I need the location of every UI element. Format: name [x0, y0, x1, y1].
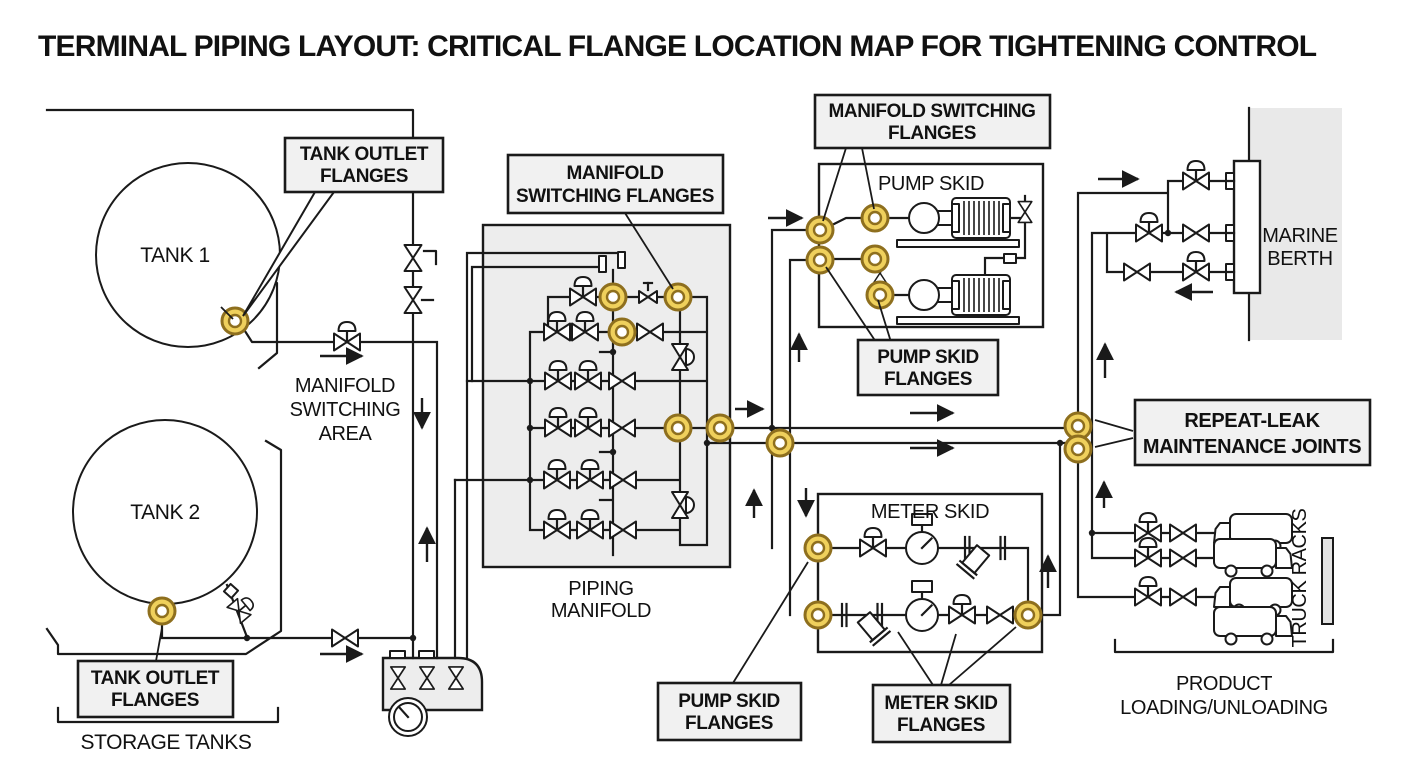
pump-unit-2: [896, 274, 1020, 325]
callout-tank-outlet-bottom: TANK OUTLET FLANGES: [76, 659, 235, 719]
callout-text: PUMP SKID: [877, 347, 979, 368]
callout-text: FLANGES: [320, 166, 408, 187]
callout-text: REPEAT-LEAK: [1184, 410, 1320, 432]
valve-icon: [1169, 523, 1197, 543]
callout-text: MAINTENANCE JOINTS: [1143, 436, 1361, 458]
valve-icon: [405, 245, 422, 271]
flange-icon: [607, 317, 637, 347]
callout-manifold-switching-center: MANIFOLD SWITCHING FLANGES: [506, 153, 725, 215]
critical-flange-markers: [147, 203, 1093, 630]
product-loading-label: LOADING/UNLOADING: [1120, 697, 1328, 719]
callout-text: TANK OUTLET: [91, 668, 220, 689]
storage-tanks-region: TANK 1 TANK 2: [72, 162, 281, 605]
flange-icon: [147, 596, 177, 626]
manifold-switching-area-label: MANIFOLD: [295, 375, 395, 397]
truck-rack-bar: [1321, 537, 1334, 625]
callout-tank-outlet-top: TANK OUTLET FLANGES: [283, 136, 445, 194]
motor-icon: [951, 274, 1011, 316]
marine-dock-area: [1249, 108, 1342, 340]
actuated-valve-icon: [1183, 252, 1209, 281]
piping-manifold-label: MANIFOLD: [551, 600, 651, 622]
flange-icon: [1013, 600, 1043, 630]
tank-1-label: TANK 1: [140, 244, 210, 267]
page-title: TERMINAL PIPING LAYOUT: CRITICAL FLANGE …: [38, 30, 1317, 63]
header-tab: [418, 650, 435, 659]
storage-tanks-label: STORAGE TANKS: [80, 731, 251, 754]
actuated-valve-icon: [1183, 161, 1209, 190]
callout-text: TANK OUTLET: [300, 144, 429, 165]
valve-icon: [1182, 223, 1210, 243]
callout-text: FLANGES: [888, 123, 976, 144]
actuated-valve-icon: [1135, 538, 1161, 567]
callout-text: FLANGES: [685, 713, 773, 734]
piping-lines-left: [45, 108, 618, 724]
callout-text: FLANGES: [897, 715, 985, 736]
flange-icon: [765, 428, 795, 458]
truck-racks-label: TRUCK RACKS: [1289, 508, 1311, 647]
flange-icon: [663, 282, 693, 312]
product-loading-label: PRODUCT: [1176, 673, 1272, 695]
callout-text: FLANGES: [884, 369, 972, 390]
callout-repeat-leak: REPEAT-LEAK MAINTENANCE JOINTS: [1133, 398, 1372, 467]
flange-icon: [803, 533, 833, 563]
valve-icon: [1123, 262, 1151, 282]
manifold-switching-area-label: AREA: [319, 423, 373, 445]
piping-manifold-panel: [481, 223, 732, 569]
actuated-valve-icon: [1136, 213, 1162, 242]
callout-text: MANIFOLD: [566, 163, 663, 184]
flange-icon: [860, 244, 890, 274]
flange-icon: [805, 215, 835, 245]
flange-icon: [598, 282, 628, 312]
callout-text: PUMP SKID: [678, 691, 780, 712]
callout-text: METER SKID: [884, 693, 997, 714]
berth-loading-header: [1232, 159, 1262, 295]
meter-skid-label: METER SKID: [871, 501, 989, 523]
callout-manifold-switching-top: MANIFOLD SWITCHING FLANGES: [813, 93, 1052, 150]
drain-fitting-icon: [222, 582, 240, 600]
flange-icon: [663, 413, 693, 443]
callout-pump-skid-flanges-bottom: PUMP SKID FLANGES: [656, 681, 803, 742]
valve-icon: [1169, 548, 1197, 568]
flange-icon: [805, 245, 835, 275]
flow-arrows: [320, 170, 1213, 663]
motor-icon: [951, 197, 1011, 239]
pump-unit-1: [896, 197, 1020, 248]
callout-pump-skid-flanges-top: PUMP SKID FLANGES: [856, 338, 1000, 397]
callout-pointers: [155, 147, 1134, 686]
callout-meter-skid-flanges: METER SKID FLANGES: [871, 683, 1012, 744]
equipment-symbols: [222, 161, 1293, 738]
flange-icon: [705, 413, 735, 443]
actuated-valve-icon: [334, 322, 360, 351]
valve-icon: [331, 628, 359, 648]
piping-manifold-label: PIPING: [568, 578, 633, 600]
marine-berth-label: BERTH: [1267, 248, 1332, 270]
callout-text: FLANGES: [111, 690, 199, 711]
valve-icon: [405, 287, 422, 313]
tank-2-label: TANK 2: [130, 501, 200, 524]
actuated-valve-icon: [1135, 577, 1161, 606]
flange-icon: [1063, 434, 1093, 464]
callout-text: SWITCHING FLANGES: [516, 186, 714, 207]
marine-berth-label: MARINE: [1262, 225, 1337, 247]
valve-icon: [1169, 587, 1197, 607]
manifold-switching-area-label: SWITCHING: [290, 399, 401, 421]
flange-icon: [803, 600, 833, 630]
flange-icon: [860, 203, 890, 233]
header-tab: [389, 650, 406, 659]
callout-text: MANIFOLD SWITCHING: [828, 101, 1035, 122]
pump-skid-label: PUMP SKID: [878, 173, 984, 195]
pressure-gauge-icon: [387, 696, 429, 738]
